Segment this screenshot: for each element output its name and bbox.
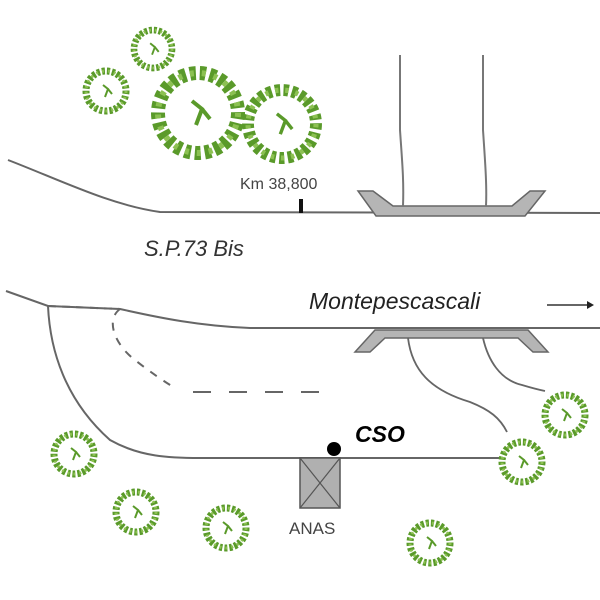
cso-station-dot — [327, 442, 341, 456]
tree-large — [248, 90, 316, 158]
arrow-right-icon — [547, 301, 594, 309]
tree — [206, 508, 246, 548]
lower-bridge-pillar-right — [482, 337, 546, 392]
tree-large — [158, 73, 238, 153]
km-marker-post — [299, 199, 303, 213]
tree — [410, 523, 450, 563]
road-sp73-upper-edge — [7, 159, 600, 214]
road-label-montepescascali: Montepescascali — [309, 288, 481, 314]
anas-label: ANAS — [289, 519, 336, 538]
lower-bridge-pillar-left — [407, 337, 508, 433]
dashed-track-curve — [111, 308, 176, 389]
road-label-sp73: S.P.73 Bis — [144, 236, 244, 261]
tree — [545, 395, 585, 435]
upper-bridge — [356, 190, 547, 217]
km-marker-label: Km 38,800 — [240, 176, 318, 193]
road-montepescascali-edge — [5, 290, 600, 329]
anas-station-box — [299, 457, 341, 509]
dashed-track-top — [47, 305, 121, 310]
tree — [116, 492, 156, 532]
road-curve-to-cso — [47, 305, 500, 459]
upper-bridge-pillar-right — [482, 55, 488, 207]
tree — [54, 434, 94, 474]
tree — [86, 71, 126, 111]
upper-bridge-pillar-left — [399, 55, 405, 207]
lower-bridge — [353, 329, 550, 353]
tree — [134, 30, 172, 68]
cso-label: CSO — [355, 421, 405, 447]
tree — [502, 442, 542, 482]
